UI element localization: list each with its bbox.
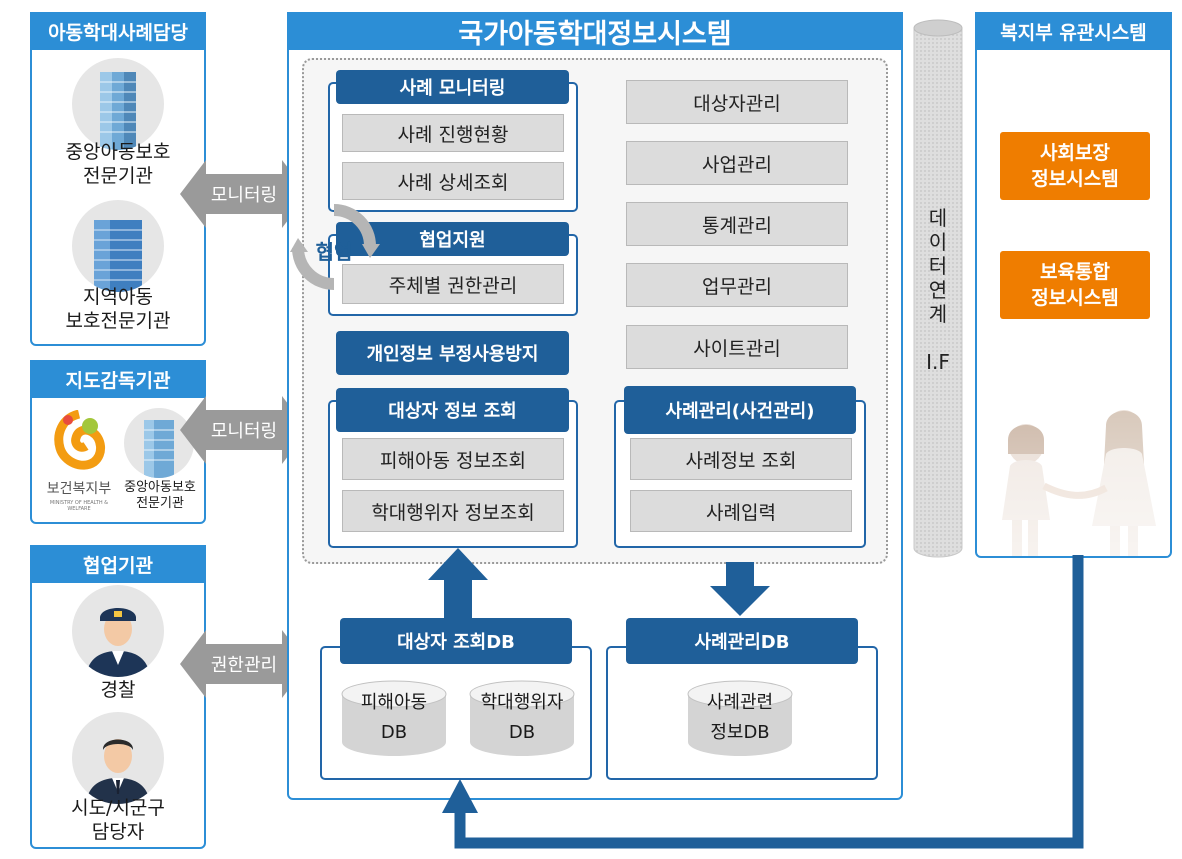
police-avatar-icon xyxy=(72,585,164,677)
data-link-pillar xyxy=(913,19,963,558)
offender-lookup-button[interactable]: 학대행위자 정보조회 xyxy=(342,490,564,532)
building-icon xyxy=(72,58,164,150)
auth-label: 권한관리 xyxy=(210,655,278,676)
officer-label: 시도/시군구 담당자 xyxy=(30,796,206,844)
supervisory-agency-line2: 전문기관 xyxy=(136,496,184,511)
childcare-system[interactable]: 보육통합 정보시스템 xyxy=(1000,251,1150,319)
building-icon xyxy=(72,200,164,292)
police-label: 경찰 xyxy=(100,679,136,701)
data-link-char-1: 데 xyxy=(928,206,948,230)
monitoring-label-1: 모니터링 xyxy=(210,185,278,206)
case-info-lookup-button[interactable]: 사례정보 조회 xyxy=(630,438,852,480)
offender-db-line2: DB xyxy=(508,722,536,743)
victim-db-label: 피해아동 DB xyxy=(340,688,448,748)
ministry-logo-sub: MINISTRY OF HEALTH & WELFARE xyxy=(49,500,109,512)
offender-db-icon xyxy=(469,680,575,756)
auth-arrow xyxy=(180,630,308,698)
regional-agency-line1: 지역아동 xyxy=(83,286,153,308)
data-link-char-4: 연 xyxy=(928,278,948,302)
case-monitoring-title: 사례 모니터링 xyxy=(336,70,569,104)
subject-management-button[interactable]: 대상자관리 xyxy=(626,80,848,124)
project-management-button[interactable]: 사업관리 xyxy=(626,141,848,185)
monitoring-label-2: 모니터링 xyxy=(210,421,278,442)
data-link-label: 데 이 터 연 계 I.F xyxy=(912,206,964,374)
social-security-line2: 정보시스템 xyxy=(1031,168,1119,190)
supervisory-title: 지도감독기관 xyxy=(30,360,206,398)
case-management-title: 사례관리(사건관리) xyxy=(624,386,856,434)
building-icon xyxy=(124,408,194,478)
cooperation-agency-title: 협업기관 xyxy=(30,545,206,583)
officer-avatar-icon xyxy=(72,712,164,804)
regional-agency-label: 지역아동 보호전문기관 xyxy=(30,285,206,333)
privacy-protection[interactable]: 개인정보 부정사용방지 xyxy=(336,331,569,375)
case-detail-button[interactable]: 사례 상세조회 xyxy=(342,162,564,200)
case-db-line2: 정보DB xyxy=(710,722,770,743)
supervisory-agency-label: 중앙아동보호 전문기관 xyxy=(112,480,208,512)
case-agency-title: 아동학대사례담당 xyxy=(30,12,206,50)
victim-db-icon xyxy=(341,680,447,756)
welfare-systems-title: 복지부 유관시스템 xyxy=(975,12,1172,50)
social-security-system[interactable]: 사회보장 정보시스템 xyxy=(1000,132,1150,200)
up-arrow-icon xyxy=(428,548,488,618)
data-link-char-3: 터 xyxy=(928,254,948,278)
offender-db-label: 학대행위자 DB xyxy=(462,688,582,748)
subject-db-title: 대상자 조회DB xyxy=(340,618,572,664)
cooperation-badge: 협업 xyxy=(315,240,353,264)
data-link-char-2: 이 xyxy=(928,230,948,254)
monitoring-arrow-1 xyxy=(180,160,308,228)
central-agency-line2: 전문기관 xyxy=(83,165,153,187)
case-progress-button[interactable]: 사례 진행현황 xyxy=(342,114,564,152)
case-db-line1: 사례관련 xyxy=(706,692,774,713)
social-security-line1: 사회보장 xyxy=(1040,142,1110,164)
officer-line1: 시도/시군구 xyxy=(71,797,165,819)
officer-line2: 담당자 xyxy=(91,821,145,843)
site-management-button[interactable]: 사이트관리 xyxy=(626,325,848,369)
case-input-button[interactable]: 사례입력 xyxy=(630,490,852,532)
central-agency-line1: 중앙아동보호 xyxy=(65,141,171,163)
ministry-logo-icon xyxy=(52,409,106,472)
childcare-line2: 정보시스템 xyxy=(1031,287,1119,309)
cycle-arrows-icon xyxy=(290,204,380,290)
monitoring-arrow-2 xyxy=(180,396,308,464)
victim-db-line1: 피해아동 xyxy=(360,692,428,713)
central-agency-label: 중앙아동보호 전문기관 xyxy=(30,140,206,188)
offender-db-line1: 학대행위자 xyxy=(480,692,564,713)
data-link-suffix: I.F xyxy=(926,350,950,374)
childcare-line1: 보육통합 xyxy=(1040,261,1110,283)
national-system-title: 국가아동학대정보시스템 xyxy=(287,12,903,50)
case-db-label: 사례관련 정보DB xyxy=(686,688,794,748)
subject-lookup-title: 대상자 정보 조회 xyxy=(336,388,569,432)
children-illustration xyxy=(994,400,1168,556)
data-link-char-5: 계 xyxy=(928,302,948,326)
statistics-management-button[interactable]: 통계관리 xyxy=(626,202,848,246)
case-db-icon xyxy=(687,680,793,756)
return-flow-arrow xyxy=(442,555,1084,849)
regional-agency-line2: 보호전문기관 xyxy=(65,310,171,332)
role-permission-button[interactable]: 주체별 권한관리 xyxy=(342,264,564,304)
case-db-title: 사례관리DB xyxy=(626,618,858,664)
supervisory-agency-line1: 중앙아동보호 xyxy=(124,480,196,495)
work-management-button[interactable]: 업무관리 xyxy=(626,263,848,307)
victim-lookup-button[interactable]: 피해아동 정보조회 xyxy=(342,438,564,480)
victim-db-line2: DB xyxy=(380,722,408,743)
down-arrow-icon xyxy=(710,562,770,616)
ministry-logo-text: 보건복지부 xyxy=(46,481,112,497)
